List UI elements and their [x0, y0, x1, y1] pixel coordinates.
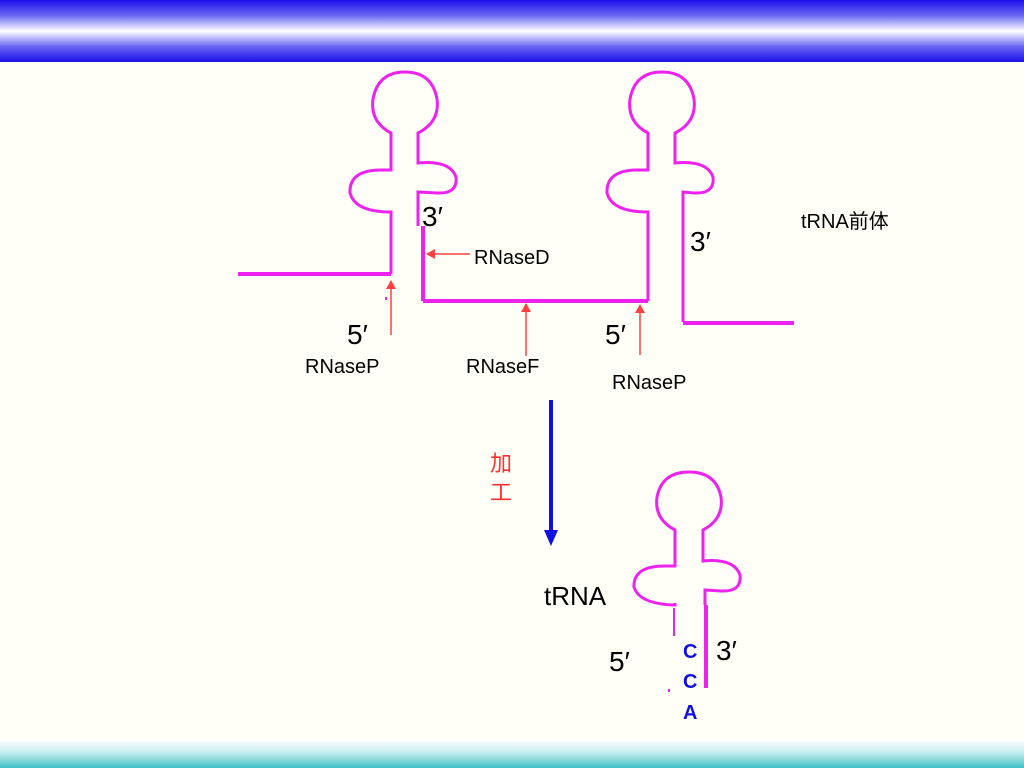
- process-char2: 工: [490, 481, 512, 506]
- cca-c2: C: [683, 671, 697, 693]
- right-trna-cloverleaf: [605, 70, 715, 322]
- end3-mature: 3′: [716, 635, 737, 666]
- end5-right: 5′: [605, 319, 626, 350]
- bottom-banner: [0, 740, 1024, 768]
- left-trna-cloverleaf: [348, 70, 458, 274]
- end5-mature: 5′: [609, 646, 630, 677]
- process-char1: 加: [490, 452, 512, 477]
- precursor-strands: [238, 226, 794, 325]
- cca-a: A: [683, 702, 697, 724]
- processing-arrowhead: [544, 530, 558, 546]
- precursor-title: tRNA前体: [801, 210, 889, 233]
- end3-right: 3′: [690, 226, 711, 257]
- top-banner: [0, 0, 1024, 62]
- label-rnasef: RNaseF: [466, 356, 539, 378]
- mature-trna: [632, 470, 742, 607]
- label-rnasep-left: RNaseP: [305, 356, 379, 378]
- label-rnased: RNaseD: [474, 247, 550, 269]
- dot-left: [385, 297, 387, 300]
- mature-title: tRNA: [544, 581, 607, 611]
- end5-left: 5′: [347, 319, 368, 350]
- cca-c1: C: [683, 641, 697, 663]
- end3-left: 3′: [422, 201, 443, 232]
- label-rnasep-right: RNaseP: [612, 372, 686, 394]
- cut-site-arrows: [386, 249, 645, 356]
- dot-mature: [668, 689, 670, 692]
